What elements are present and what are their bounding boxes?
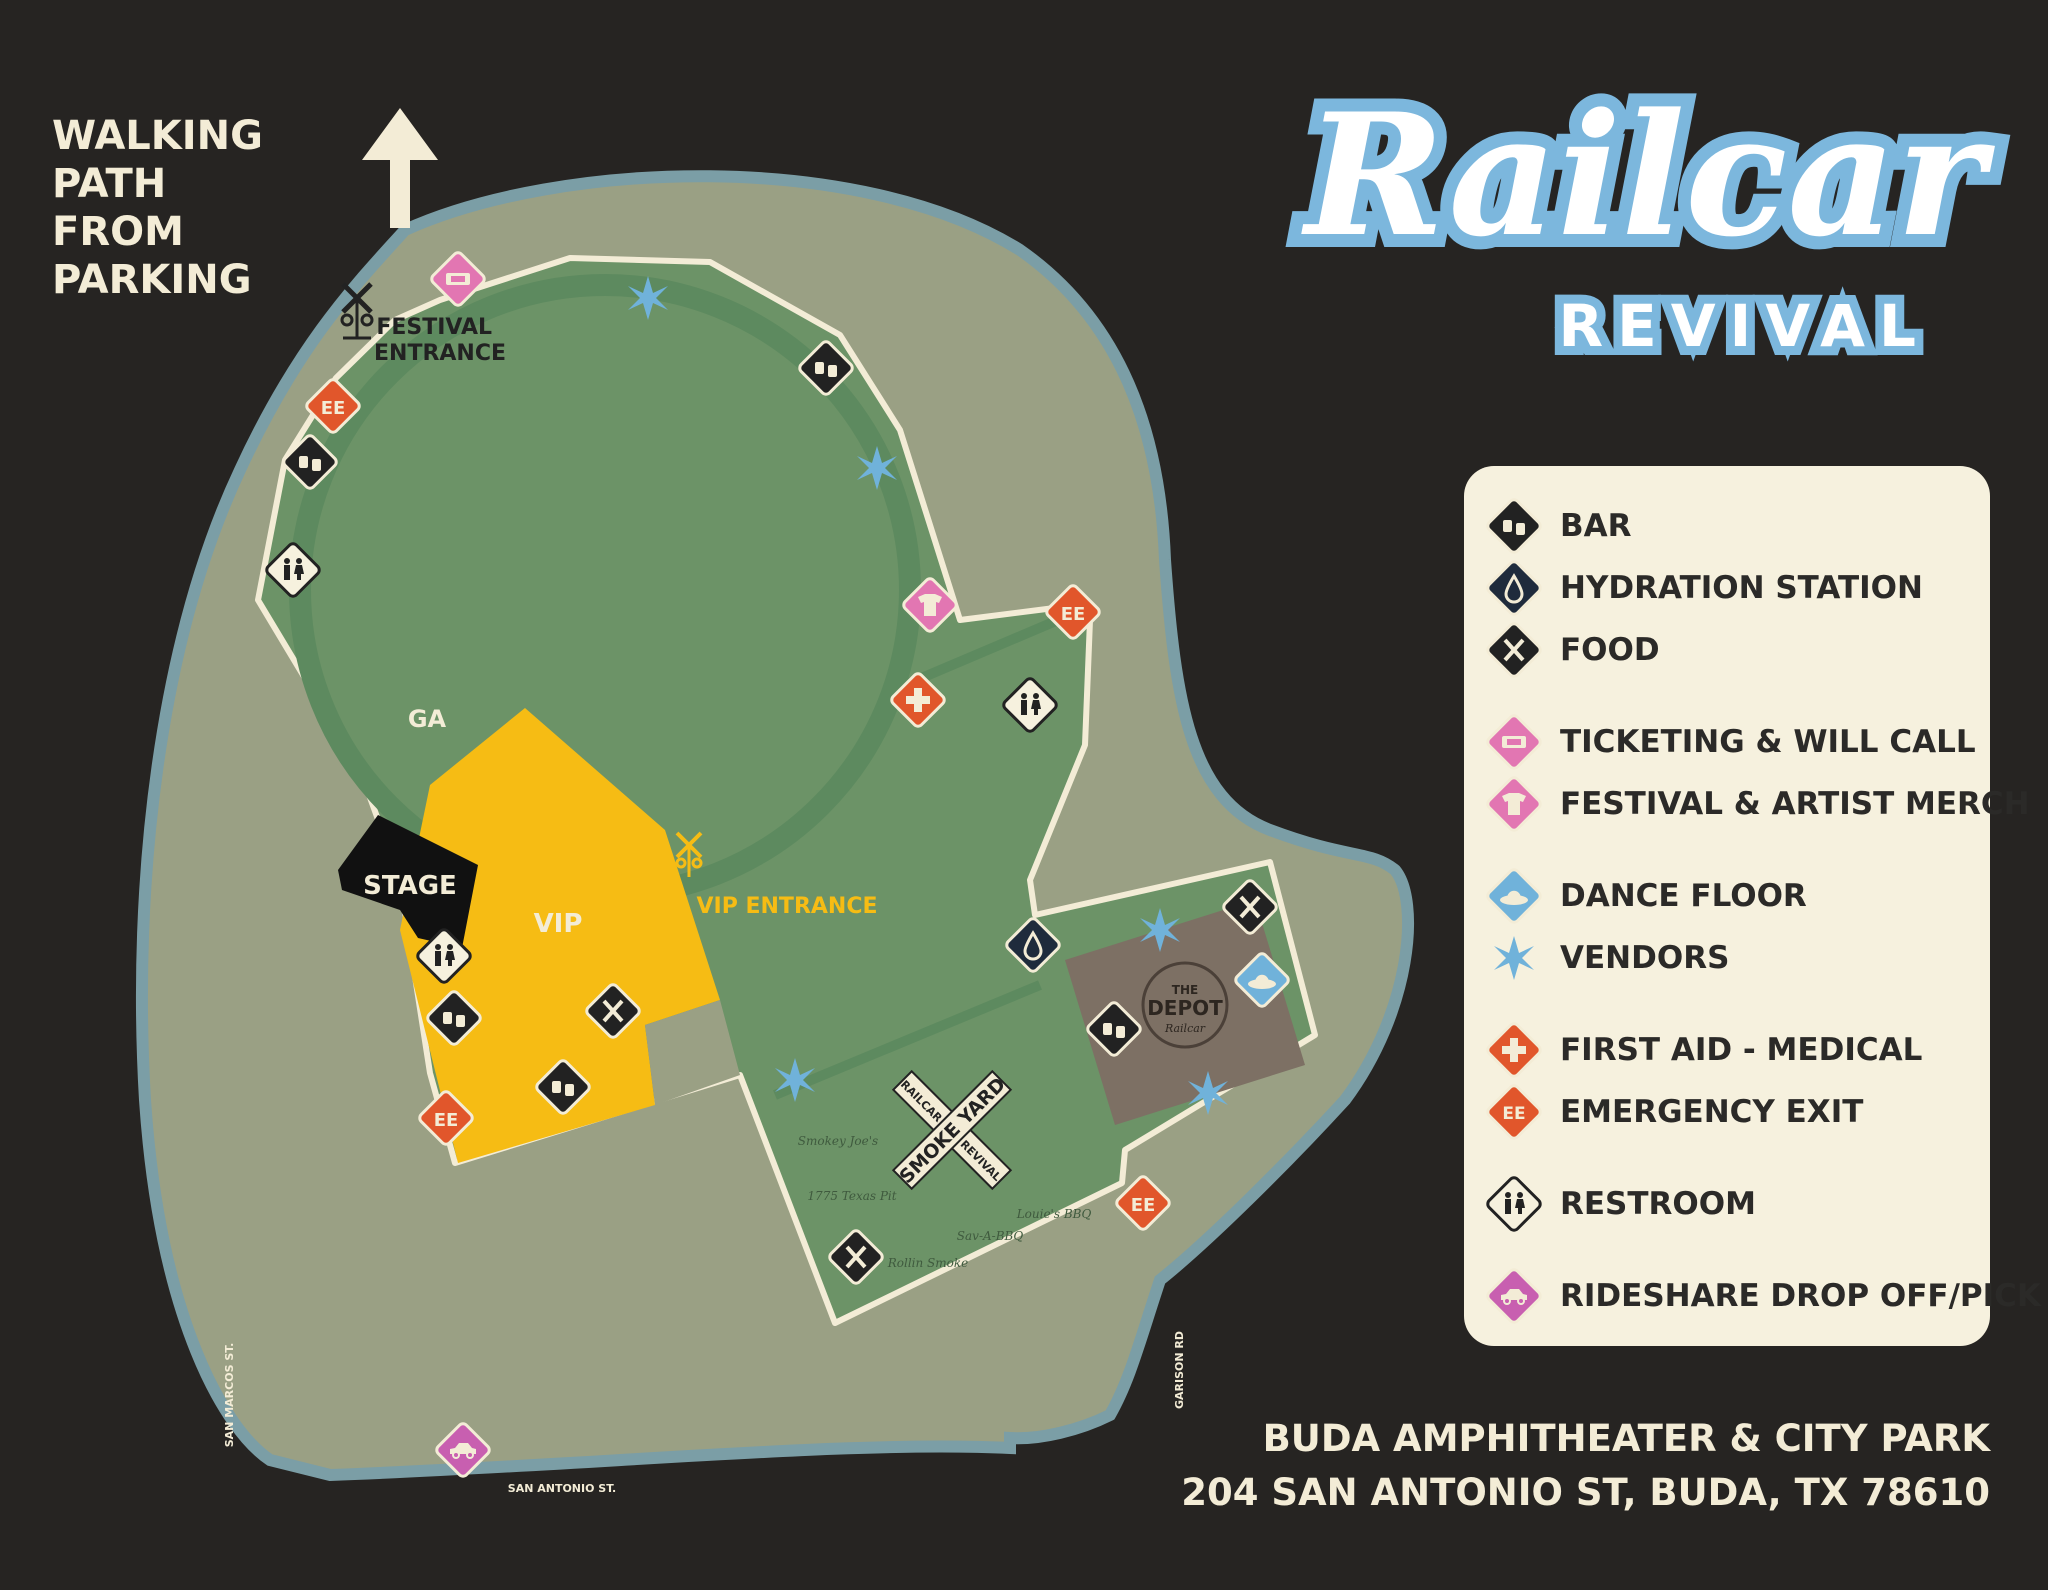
car-icon xyxy=(1486,1268,1542,1324)
vendor-name: Rollin Smoke xyxy=(887,1256,969,1270)
venue-name: BUDA AMPHITHEATER & CITY PARK xyxy=(1262,1417,1990,1460)
street-san-marcos: SAN MARCOS ST. xyxy=(223,1343,236,1448)
ticket-icon xyxy=(1486,714,1542,770)
legend-label: BAR xyxy=(1560,508,1632,544)
ee-label: EE xyxy=(1061,604,1086,625)
legend-item-dance-floor: DANCE FLOOR xyxy=(1464,866,1990,926)
stage-label: STAGE xyxy=(363,871,457,901)
legend-label: HYDRATION STATION xyxy=(1560,570,1923,606)
ee-label: EE xyxy=(1131,1195,1156,1216)
legend-item-restroom: RESTROOM xyxy=(1464,1174,1990,1234)
legend-label: FESTIVAL & ARTIST MERCH xyxy=(1560,786,2030,822)
legend-item-bar: BAR xyxy=(1464,496,1990,556)
legend-item-hydration: HYDRATION STATION xyxy=(1464,558,1990,618)
walkway xyxy=(773,980,1042,1100)
vendor-name: 1775 Texas Pit xyxy=(807,1189,896,1203)
legend-item-rideshare: RIDESHARE DROP OFF/PICK UP xyxy=(1464,1266,2048,1326)
legend-item-first-aid: FIRST AID - MEDICAL xyxy=(1464,1020,1990,1080)
cowboy-hat-icon xyxy=(1486,868,1542,924)
depot-area xyxy=(1065,900,1305,1125)
festival-entrance-label: FESTIVAL ENTRANCE xyxy=(374,315,506,366)
legend-label: FOOD xyxy=(1560,632,1660,668)
venue-address: BUDA AMPHITHEATER & CITY PARK 204 SAN AN… xyxy=(1181,1412,1990,1520)
depot-name: DEPOT xyxy=(1147,996,1223,1020)
legend-item-merch: FESTIVAL & ARTIST MERCH xyxy=(1464,774,2030,834)
vip-area xyxy=(400,708,720,1163)
legend-label: DANCE FLOOR xyxy=(1560,878,1807,914)
vip-entrance-label: VIP ENTRANCE xyxy=(697,894,878,919)
legend-label: EMERGENCY EXIT xyxy=(1560,1094,1864,1130)
depot-the: THE xyxy=(1172,983,1198,997)
bar-icon xyxy=(1486,498,1542,554)
ga-label: GA xyxy=(408,705,447,733)
vendor-name: Louie's BBQ xyxy=(1016,1207,1092,1221)
legend-label: FIRST AID - MEDICAL xyxy=(1560,1032,1923,1068)
star-icon xyxy=(1494,936,1534,980)
vip-notch xyxy=(645,1000,740,1105)
logo-script: Railcar xyxy=(1292,63,1998,287)
legend-label: VENDORS xyxy=(1560,940,1730,976)
ee-label: EE xyxy=(1502,1104,1525,1124)
street-san-antonio: SAN ANTONIO ST. xyxy=(508,1482,616,1495)
legend-item-ticketing: TICKETING & WILL CALL xyxy=(1464,712,1990,772)
vip-label: VIP xyxy=(534,909,583,939)
walking-path-arrow-icon xyxy=(362,108,438,228)
restroom-icon xyxy=(1486,1176,1542,1232)
vendor-name: Smokey Joe's xyxy=(798,1134,878,1148)
map-legend: BAR HYDRATION STATION FOOD TICKETING & W… xyxy=(1464,466,2048,1346)
logo-sub: REVIVAL xyxy=(1549,283,1930,369)
food-icon xyxy=(1486,622,1542,678)
water-drop-icon xyxy=(1486,560,1542,616)
legend-item-vendors: VENDORS xyxy=(1464,928,1990,988)
legend-label: TICKETING & WILL CALL xyxy=(1560,724,1976,760)
depot-sub: Railcar xyxy=(1164,1022,1206,1035)
first-aid-icon xyxy=(1486,1022,1542,1078)
walkway xyxy=(903,610,1072,690)
tshirt-icon xyxy=(1486,776,1542,832)
vendor-name: Sav-A-BBQ xyxy=(957,1229,1024,1243)
street-garison: GARISON RD xyxy=(1173,1331,1186,1409)
depot-logo xyxy=(1141,961,1229,1049)
venue-street: 204 SAN ANTONIO ST, BUDA, TX 78610 xyxy=(1181,1471,1990,1514)
legend-item-food: FOOD xyxy=(1464,620,1990,680)
stage xyxy=(338,815,478,948)
railcar-revival-logo: Railcar REVIVAL xyxy=(1290,60,2000,390)
emergency-exit-icon: EE xyxy=(1486,1084,1542,1140)
legend-label: RIDESHARE DROP OFF/PICK UP xyxy=(1560,1278,2048,1314)
legend-item-emergency-exit: EE EMERGENCY EXIT xyxy=(1464,1082,1990,1142)
ee-label: EE xyxy=(434,1110,459,1131)
legend-label: RESTROOM xyxy=(1560,1186,1756,1222)
ee-label: EE xyxy=(321,398,346,419)
